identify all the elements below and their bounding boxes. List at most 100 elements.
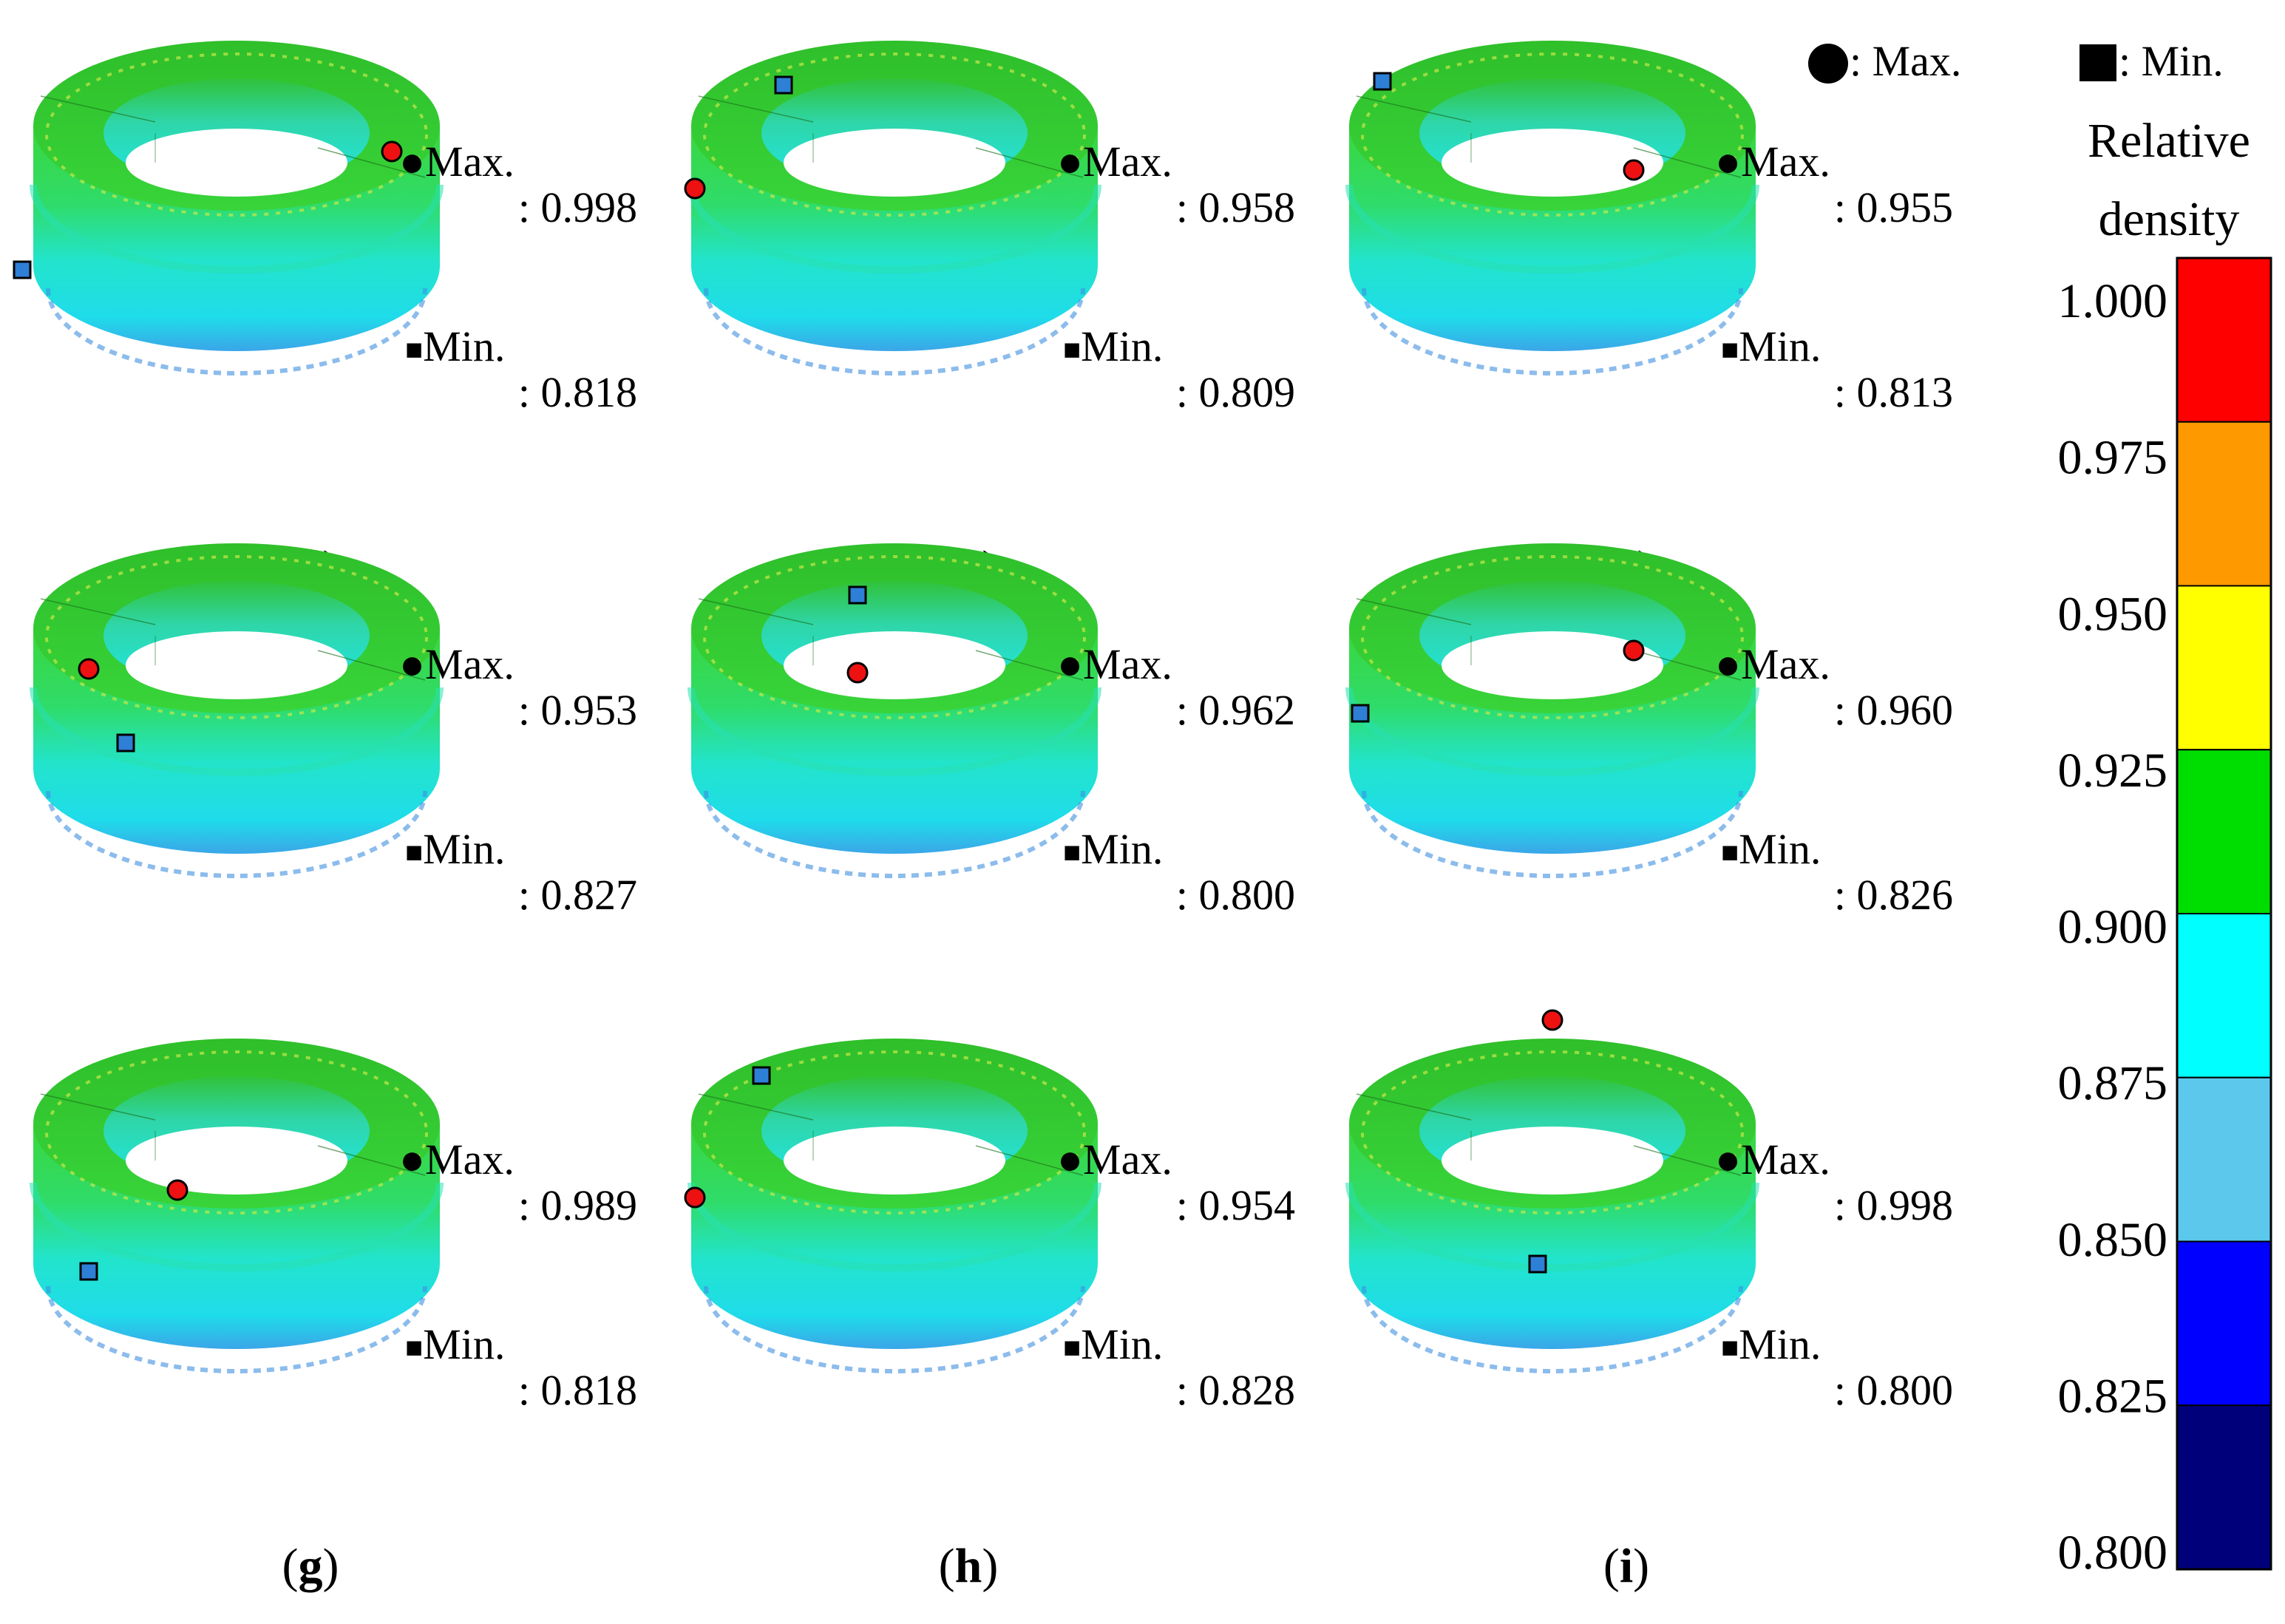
ring-bottom-speckle [704,790,1085,878]
colorbar-tick-label: 0.825 [2058,1369,2168,1423]
colorbar-ticks: 1.0000.9750.9500.9250.9000.8750.8500.825… [2058,274,2168,1580]
max-dot-icon: ● [1057,640,1083,688]
ring-seam-line [40,598,156,625]
max-marker-icon [846,662,869,684]
min-label: Min. [423,1320,505,1368]
ring-seam-line [1633,147,1742,178]
ring-seam-line [1633,1145,1742,1176]
min-label: Min. [1081,825,1163,873]
colorbar-segment [2176,1404,2272,1570]
min-annotation: ■Min. [405,825,505,873]
max-dot-icon: ● [399,640,425,688]
legend-max-circle-icon [1808,44,1848,84]
ring-hole [784,129,1005,197]
max-annotation: ●Max. [399,137,515,186]
min-square-icon: ■ [405,333,423,366]
ring-hole [1442,129,1663,197]
min-marker-icon [1373,72,1392,91]
max-annotation: ●Max. [1057,640,1172,688]
legend-min-label: : Min. [2119,37,2224,85]
ring-side-band [687,184,1101,274]
min-marker-icon [79,1262,98,1281]
ring-seam-line [975,1145,1084,1176]
panels: ●Max.: 0.998■Min.: 0.818(a)●Max.: 0.958■… [13,41,1953,1593]
max-dot-icon: ● [1715,1135,1741,1183]
min-value: : 0.826 [1834,871,1953,919]
max-marker-icon [684,177,706,200]
max-marker-icon [1623,639,1645,662]
min-annotation: ■Min. [405,1320,505,1368]
ring-top-speckle [45,52,428,217]
min-marker-icon [752,1066,771,1085]
ring-side-band [30,184,444,274]
colorbar-tick-label: 1.000 [2058,274,2168,328]
max-value: : 0.998 [518,183,637,231]
ring-side-band [687,1182,1101,1271]
colorbar-tick-label: 0.975 [2058,431,2168,485]
colorbar-tick-label: 0.800 [2058,1526,2168,1580]
min-marker-icon [1528,1254,1547,1274]
min-label: Min. [1739,825,1821,873]
colorbar-tick-label: 0.950 [2058,587,2168,641]
ring-bottom-speckle [1362,1285,1743,1373]
panel-label: (g) [282,1539,339,1593]
ring-seam-line [40,1093,156,1121]
ring-seam-line [698,95,814,123]
ring-seam-line [698,598,814,625]
ring-side-band [30,1182,444,1271]
colorbar-segment [2176,749,2272,914]
max-value: : 0.960 [1834,686,1953,734]
min-marker-icon [116,733,135,752]
max-value: : 0.998 [1834,1181,1953,1229]
ring-top-speckle [45,1050,428,1214]
ring-hole [126,129,347,197]
min-annotation: ■Min. [1063,825,1163,873]
ring-bottom-speckle [704,288,1085,376]
min-annotation: ■Min. [1721,825,1821,873]
min-annotation: ■Min. [1063,322,1163,370]
ring-top-speckle [1361,52,1744,217]
min-value: : 0.800 [1176,871,1295,919]
min-annotation: ■Min. [405,322,505,370]
ring-side-band [1345,687,1759,776]
max-label: Max. [1741,137,1830,186]
colorbar-segment [2176,421,2272,587]
max-dot-icon: ● [399,1135,425,1183]
min-annotation: ■Min. [1721,322,1821,370]
min-value: : 0.818 [518,1366,637,1414]
colorbar-tick-label: 0.875 [2058,1056,2168,1110]
min-label: Min. [423,825,505,873]
max-dot-icon: ● [399,137,425,186]
max-value: : 0.953 [518,686,637,734]
max-value: : 0.958 [1176,183,1295,231]
ring-bottom-speckle [46,790,427,878]
ring-seam-line [975,147,1084,178]
max-marker-icon [78,658,100,680]
max-marker-icon [1623,159,1645,181]
ring-top-speckle [703,555,1086,719]
ring-bottom-speckle [704,1285,1085,1373]
min-square-icon: ■ [1721,333,1739,366]
ring-bottom-speckle [46,288,427,376]
max-value: : 0.962 [1176,686,1295,734]
marker-legend: : Max. : Min. [1808,37,2224,85]
ring-top-speckle [703,1050,1086,1214]
min-square-icon: ■ [405,1331,423,1364]
panel-b: ●Max.: 0.958■Min.: 0.809(b) [684,41,1295,595]
min-value: : 0.818 [518,368,637,416]
max-label: Max. [425,640,515,688]
ring-hole [1442,1127,1663,1195]
legend-min-square-icon [2079,44,2116,81]
max-dot-icon: ● [1715,137,1741,186]
max-label: Max. [425,1135,515,1183]
min-value: : 0.809 [1176,368,1295,416]
ring-hole [784,631,1005,699]
max-marker-icon [1541,1009,1563,1031]
max-value: : 0.989 [518,1181,637,1229]
ring-seam-line [1356,598,1472,625]
legend-max-label: : Max. [1850,37,1961,85]
colorbar-segments [2176,256,2272,1571]
ring-top-speckle [1361,1050,1744,1214]
max-dot-icon: ● [1057,137,1083,186]
colorbar-title-line1: Relative [2088,114,2250,168]
